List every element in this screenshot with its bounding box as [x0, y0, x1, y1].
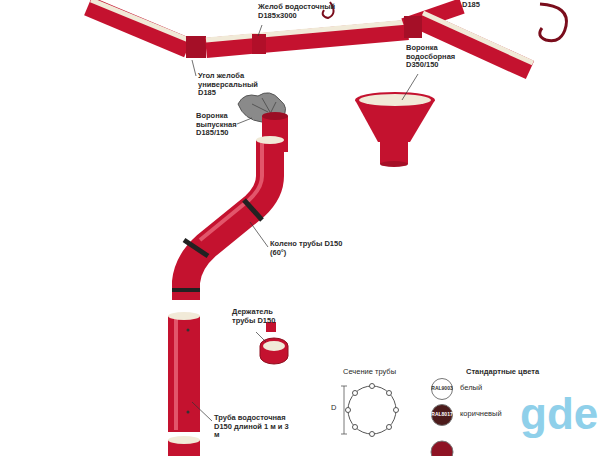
pipe-elbow	[186, 140, 270, 300]
label-text: D185	[462, 1, 502, 10]
callout-text: Держатель трубы D150	[232, 308, 292, 325]
callout-text: Воронка выпускная D185/150	[196, 112, 236, 138]
collector-funnel	[380, 140, 408, 164]
outlet-funnel-pipe	[262, 112, 288, 120]
dimension-label: D	[331, 404, 341, 413]
pipe-rivet	[187, 329, 190, 332]
pipe-straight	[168, 312, 200, 320]
pipe-band	[244, 200, 262, 220]
pipe-straight	[168, 436, 200, 444]
pipe-straight	[168, 316, 200, 432]
outlet-funnel-top	[252, 98, 276, 114]
gutter-inner	[91, 0, 191, 41]
callout-text: Угол желоба универсальный D185	[198, 72, 258, 98]
decor-curl	[540, 4, 567, 41]
collector-funnel	[355, 92, 435, 108]
ral-code: RAL8017	[431, 412, 453, 418]
pipe-straight	[174, 318, 178, 430]
ral-code: RAL9003	[431, 386, 453, 392]
gutter-corner	[186, 36, 206, 58]
leader-lines	[192, 25, 418, 421]
pipe-rivet	[187, 411, 190, 414]
gutter-left	[88, 6, 188, 48]
section-title: Сечение трубы	[343, 368, 413, 377]
pipe-band	[184, 240, 208, 256]
legend-text: коричневый	[460, 410, 502, 419]
gutter-inner	[206, 22, 408, 40]
collector-funnel	[380, 161, 408, 167]
dimension-line	[341, 386, 347, 434]
callout-text: Воронка водосборная D350/150	[406, 44, 468, 70]
pipe-band	[172, 288, 200, 292]
gutter-joint	[252, 34, 266, 54]
collector-funnel	[359, 94, 431, 106]
pipe-section	[348, 386, 396, 434]
pipe-section-notches	[346, 384, 399, 437]
legend-text: белый	[460, 384, 482, 393]
callout-text: Желоб водосточный D185x3000	[258, 3, 340, 20]
gutter-corner	[404, 16, 422, 38]
pipe-holder	[260, 338, 288, 364]
pipe-holder	[263, 341, 285, 351]
pipe-elbow	[256, 136, 284, 144]
callout-text: Колено трубы D150 (60°)	[270, 240, 360, 257]
callout-text: Труба водосточная D150 длиной 1 м и 3 м	[214, 414, 296, 440]
legend-title: Стандартные цвета	[466, 368, 566, 377]
watermark: gde	[520, 392, 604, 436]
color-swatch-partial	[431, 441, 453, 456]
